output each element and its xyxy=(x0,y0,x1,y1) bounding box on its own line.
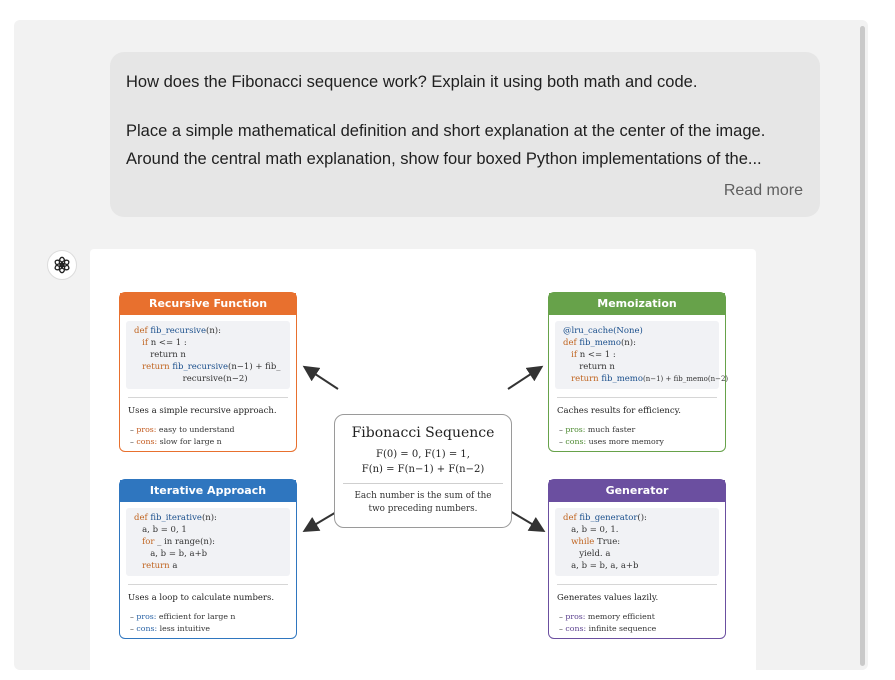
memoization-header: Memoization xyxy=(549,293,725,315)
user-message-line: How does the Fibonacci sequence work? Ex… xyxy=(126,73,698,91)
arrow-to-memoization xyxy=(507,365,544,390)
memoization-code: @lru_cache(None) def fib_memo(n): if n <… xyxy=(555,321,728,389)
iterative-approach-code: def fib_iterative(n): a, b = 0, 1 for _ … xyxy=(126,508,290,576)
center-definition-box: Fibonacci Sequence F(0) = 0, F(1) = 1, F… xyxy=(334,414,512,528)
generator-header: Generator xyxy=(549,480,725,502)
center-equation: F(0) = 0, F(1) = 1, F(n) = F(n−1) + F(n−… xyxy=(361,449,485,475)
arrow-to-recursive xyxy=(302,365,339,390)
recursive-function-description: Uses a simple recursive approach. xyxy=(128,397,288,416)
user-message-bubble: How does the Fibonacci sequence work? Ex… xyxy=(110,52,820,217)
chat-panel: How does the Fibonacci sequence work? Ex… xyxy=(14,20,868,679)
center-title: Fibonacci Sequence xyxy=(351,425,495,441)
memoization-box: Memoization @lru_cache(None) def fib_mem… xyxy=(548,292,728,452)
recursive-function-box: Recursive Function def fib_recursive(n):… xyxy=(119,292,297,452)
diagram-arrows xyxy=(302,365,546,533)
memoization-description: Caches results for efficiency. xyxy=(557,397,717,416)
center-note: Each number is the sum of the two preced… xyxy=(354,491,492,514)
user-message-line: Around the central math explanation, sho… xyxy=(126,150,762,168)
arrow-to-generator xyxy=(509,510,546,533)
memoization-pros-cons: – pros: much faster – cons: uses more me… xyxy=(559,425,664,446)
arrow-to-iterative xyxy=(302,510,339,533)
iterative-approach-box: Iterative Approach def fib_iterative(n):… xyxy=(119,479,297,639)
recursive-function-header: Recursive Function xyxy=(120,293,296,315)
read-more-link[interactable]: Read more xyxy=(723,182,803,199)
recursive-function-pros-cons: – pros: easy to understand – cons: slow … xyxy=(130,425,235,446)
openai-logo-icon xyxy=(54,256,70,274)
iterative-approach-header: Iterative Approach xyxy=(120,480,296,502)
assistant-avatar xyxy=(47,250,77,280)
generator-code: def fib_generator(): a, b = 0, 1. while … xyxy=(555,508,719,576)
generator-box: Generator def fib_generator(): a, b = 0,… xyxy=(548,479,726,639)
iterative-approach-pros-cons: – pros: efficient for large n – cons: le… xyxy=(130,612,236,633)
generator-pros-cons: – pros: memory efficient – cons: infinit… xyxy=(559,612,657,633)
generator-description: Generates values lazily. xyxy=(557,584,717,603)
user-message-line: Place a simple mathematical definition a… xyxy=(126,122,766,140)
iterative-approach-description: Uses a loop to calculate numbers. xyxy=(128,584,288,603)
scrollbar[interactable] xyxy=(860,26,865,666)
generated-image[interactable]: Recursive Function def fib_recursive(n):… xyxy=(90,249,756,679)
recursive-function-code: def fib_recursive(n): if n <= 1 : return… xyxy=(126,321,290,389)
